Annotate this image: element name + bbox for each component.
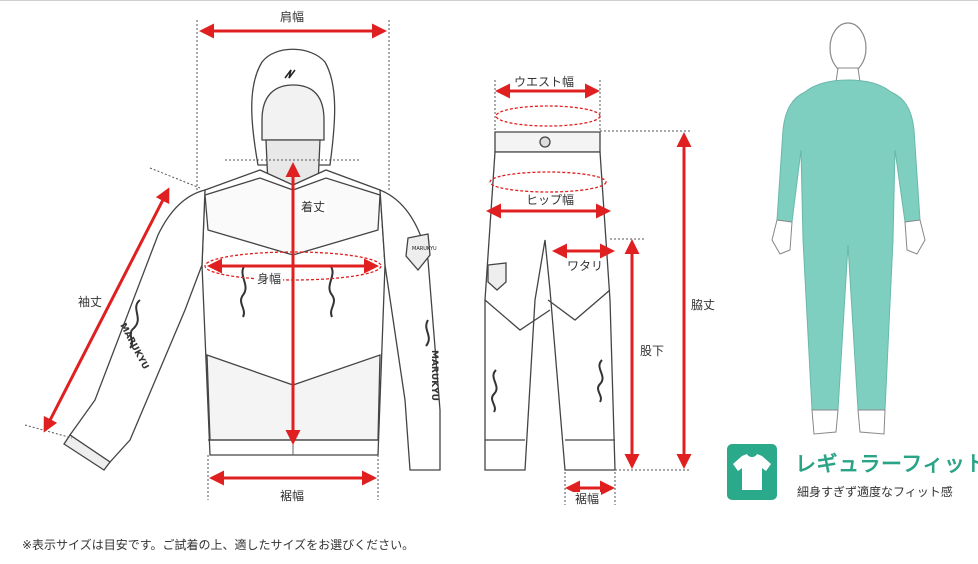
figure-left-hand (771, 219, 793, 255)
pants-badge-icon (487, 262, 507, 291)
figure-right-foot (857, 409, 886, 435)
jacket-guides (24, 20, 390, 500)
waist-label: ウエスト幅 (512, 75, 577, 89)
jacket-hem-label: 裾幅 (278, 489, 307, 503)
jacket-arrows (43, 23, 387, 486)
shoulder-width-label: 肩幅 (278, 10, 307, 24)
jacket-hood-opening (261, 84, 325, 141)
fit-type-title: レギュラーフィット (795, 452, 978, 476)
tribal-pattern-left (240, 264, 247, 318)
fit-badge (727, 444, 777, 500)
jacket-illustration: MARUKYU (63, 48, 441, 471)
inseam-label: 股下 (638, 344, 667, 358)
size-footnote: ※表示サイズは目安です。ご試着の上、適したサイズをお選びください。 (22, 538, 415, 552)
sleeve-arrow (43, 187, 170, 433)
pants-body (484, 151, 616, 471)
hip-label: ヒップ幅 (524, 193, 577, 207)
tribal-pattern-right-sleeve (425, 319, 430, 347)
sleeve-brand-text-right: MARUKYU (429, 350, 439, 401)
fit-figure (771, 22, 926, 435)
jacket-right-sleeve (379, 189, 441, 471)
pants-knee-left (484, 299, 551, 331)
jacket-length-label: 着丈 (299, 200, 328, 214)
chest-badge-icon (405, 233, 431, 272)
tribal-pattern-pants-left (491, 369, 498, 413)
pants-hem-label: 裾幅 (573, 492, 602, 506)
waist-ellipse (495, 105, 601, 127)
belt-buckle-icon (539, 136, 551, 148)
sleeve-length-label: 袖丈 (76, 295, 105, 309)
hood-logo-icon (284, 69, 296, 79)
figure-left-foot (811, 409, 839, 435)
pants-arrows (486, 83, 692, 496)
outseam-label: 脇丈 (689, 298, 718, 312)
fit-description: 細身すぎず適度なフィット感 (797, 485, 953, 499)
tribal-pattern-pants-right (597, 359, 604, 403)
hip-ellipse (489, 171, 607, 193)
top-border (0, 0, 978, 1)
svg-text:MARUKYU: MARUKYU (412, 246, 437, 252)
jacket-left-sleeve (69, 189, 206, 463)
figure-suit (776, 79, 921, 411)
thigh-label: ワタリ (565, 259, 606, 273)
pants-knee-right (547, 289, 611, 321)
figure-head (829, 22, 867, 74)
figure-right-hand (904, 219, 926, 255)
tshirt-icon (733, 454, 771, 490)
tribal-pattern-right (328, 264, 335, 318)
pants-illustration (484, 131, 616, 471)
body-width-label: 身幅 (255, 272, 284, 286)
jacket-cuff-left (63, 434, 111, 471)
